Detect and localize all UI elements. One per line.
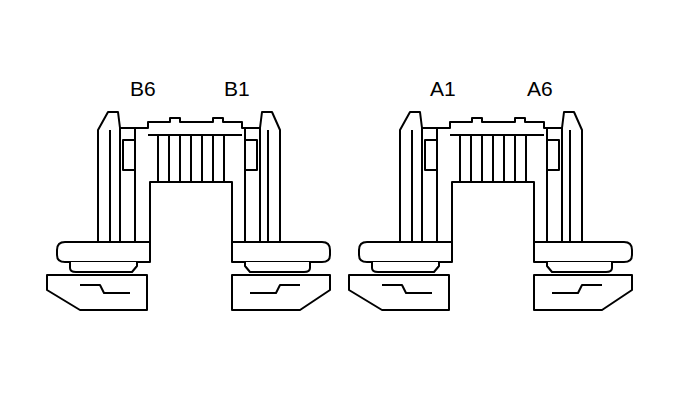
connector-half xyxy=(47,112,330,310)
pin-label: B6 xyxy=(130,78,156,99)
pin-label: A6 xyxy=(527,78,553,99)
connector-half xyxy=(349,112,632,310)
pin-label: B1 xyxy=(224,78,250,99)
pin-label: A1 xyxy=(430,78,456,99)
